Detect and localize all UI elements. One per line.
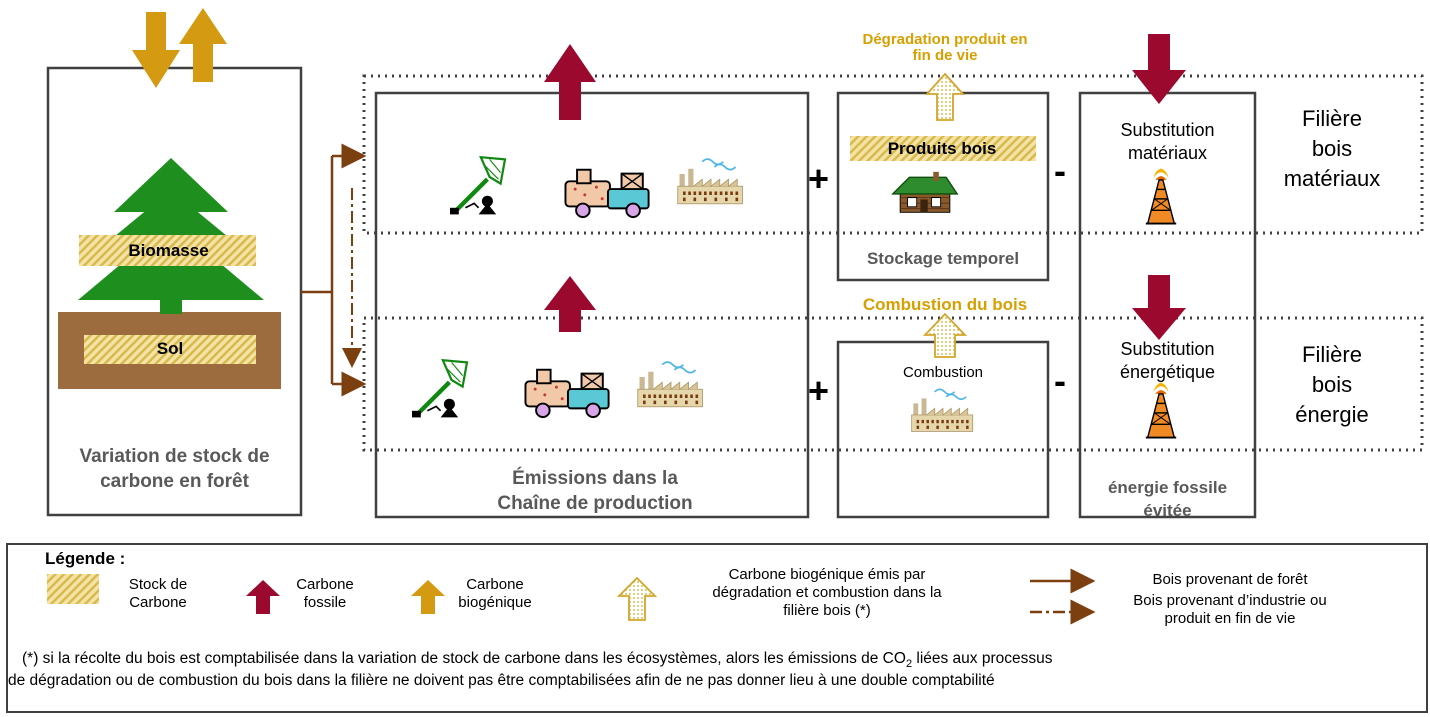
legend-note-line1: (*) si la récolte du bois est comptabili…	[22, 650, 1053, 671]
storage-caption: Stockage temporel	[866, 249, 1020, 268]
biomasse-hatch	[79, 235, 256, 266]
legend-biogenic-emitted-label: Carbone biogénique émis par dégradation …	[712, 566, 942, 619]
factory-icon	[636, 361, 704, 408]
produits-bois-hatch	[850, 136, 1036, 161]
substitution-materiaux-label: Substitution matériaux	[1120, 120, 1215, 163]
oil-derrick-icon	[1144, 168, 1178, 225]
sol-label: Sol	[156, 339, 184, 358]
wood-from-forest-arrows	[301, 143, 367, 397]
legend-industry-wood-label: Bois provenant d’industrie ou produit en…	[1133, 592, 1327, 627]
biogenic-carbon-arrows	[132, 8, 227, 88]
sol-hatch	[84, 335, 256, 364]
legend-biogenic-label: Carbone biogénique	[458, 576, 532, 611]
degradation-label: Dégradation produit en fin de vie	[862, 31, 1028, 64]
oil-derrick-icon	[1144, 382, 1178, 439]
combustion-wood-label: Combustion du bois	[862, 295, 1028, 314]
plus-sign: +	[808, 370, 830, 411]
fossil-carbon-arrows	[544, 34, 1186, 340]
plus-sign: +	[808, 158, 830, 199]
biomasse-label: Biomasse	[128, 241, 209, 260]
legend-fossil-label: Carbone fossile	[296, 576, 354, 611]
filiere-materiaux-outline	[362, 74, 1424, 235]
minus-sign: -	[1054, 360, 1066, 401]
truck-icon	[524, 368, 610, 419]
legend-forest-wood-label: Bois provenant de forêt	[1152, 571, 1308, 588]
legend-biogenic-emitted-arrow	[616, 576, 658, 621]
substitution-energetique-label: Substitution énergétique	[1119, 339, 1216, 382]
harvest-worker-icon	[450, 157, 505, 214]
legend-biogenic-arrow	[411, 580, 445, 614]
production-box	[374, 91, 810, 519]
legend-title: Légende :	[45, 549, 126, 568]
production-caption: Émissions dans la Chaîne de production	[497, 468, 693, 514]
wooden-house-icon	[892, 171, 958, 214]
biogenic-emission-arrows	[922, 72, 968, 358]
harvest-worker-icon	[412, 360, 467, 417]
legend-note-line2: de dégradation ou de combustion du bois …	[8, 672, 995, 689]
combustion-box-label: Combustion	[902, 364, 984, 381]
legend-fossil-arrow	[246, 580, 280, 614]
minus-sign: -	[1054, 150, 1066, 191]
substitution-caption: énergie fossile évitée	[1107, 478, 1228, 520]
filiere-materiaux-label: Filière bois matériaux	[1283, 106, 1381, 191]
legend-stock-swatch	[47, 574, 99, 604]
forest-caption: Variation de stock de carbone en forêt	[79, 446, 270, 492]
legend-box	[6, 543, 1428, 713]
produits-bois-label: Produits bois	[887, 139, 997, 158]
legend-stock-label: Stock de Carbone	[128, 576, 188, 611]
factory-icon	[676, 158, 744, 205]
filiere-energie-label: Filière bois énergie	[1295, 342, 1369, 427]
factory-icon	[910, 388, 974, 433]
truck-icon	[564, 168, 650, 219]
